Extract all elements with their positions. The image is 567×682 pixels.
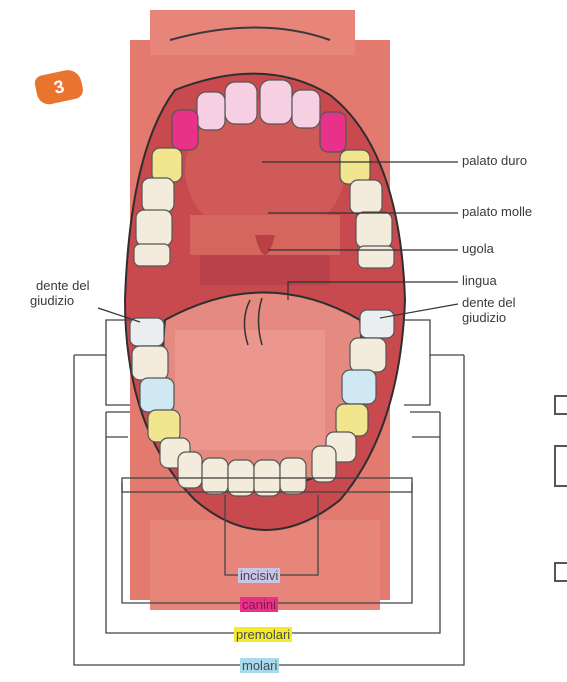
cropped-checkbox [555,446,567,486]
lower-molar [132,346,168,380]
throat [200,255,330,285]
lower-incisor [280,458,306,494]
upper-incisor [260,80,292,124]
lower-molar [342,370,376,404]
bracket-molari-top-right [404,320,464,355]
tag-premolari: premolari [234,627,292,642]
upper-molar [136,210,172,246]
upper-incisor [225,82,257,124]
label-palato-molle: palato molle [462,205,532,219]
upper-premolar [340,150,370,184]
upper-lip-patch [150,10,355,55]
tag-molari: molari [240,658,279,673]
label-dente-giudizio-left-1: dente del [36,279,90,293]
label-ugola: ugola [462,242,494,256]
cropped-checkbox [555,563,567,581]
upper-molar [358,246,394,268]
upper-molar [356,212,392,248]
bracket-molari-mid-right [404,355,430,405]
lower-incisor [202,458,228,494]
bracket-molari-top-left [74,320,130,355]
upper-molar [134,244,170,266]
label-dente-giudizio-left-2: giudizio [30,294,74,308]
tag-canini: canini [240,597,278,612]
label-palato-duro: palato duro [462,154,527,168]
bracket-molari-mid-left [106,355,130,405]
upper-premolar [142,178,174,212]
cropped-checkbox [555,396,567,414]
wisdom-tooth-left [130,318,164,346]
lower-canine [178,452,202,488]
upper-canine [320,112,346,152]
lower-canine [312,446,336,482]
upper-incisor [292,90,320,128]
lower-molar [350,338,386,372]
tongue-highlight [175,330,325,450]
label-dente-giudizio-right-1: dente del [462,296,516,310]
label-lingua: lingua [462,274,497,288]
lower-molar [140,378,174,412]
lower-premolar [148,410,180,442]
label-dente-giudizio-right-2: giudizio [462,311,506,325]
upper-incisor [197,92,225,130]
upper-premolar [152,148,182,182]
lower-premolar [336,404,368,436]
wisdom-tooth-right [360,310,394,338]
upper-canine [172,110,198,150]
tag-incisivi: incisivi [238,568,280,583]
upper-premolar [350,180,382,214]
